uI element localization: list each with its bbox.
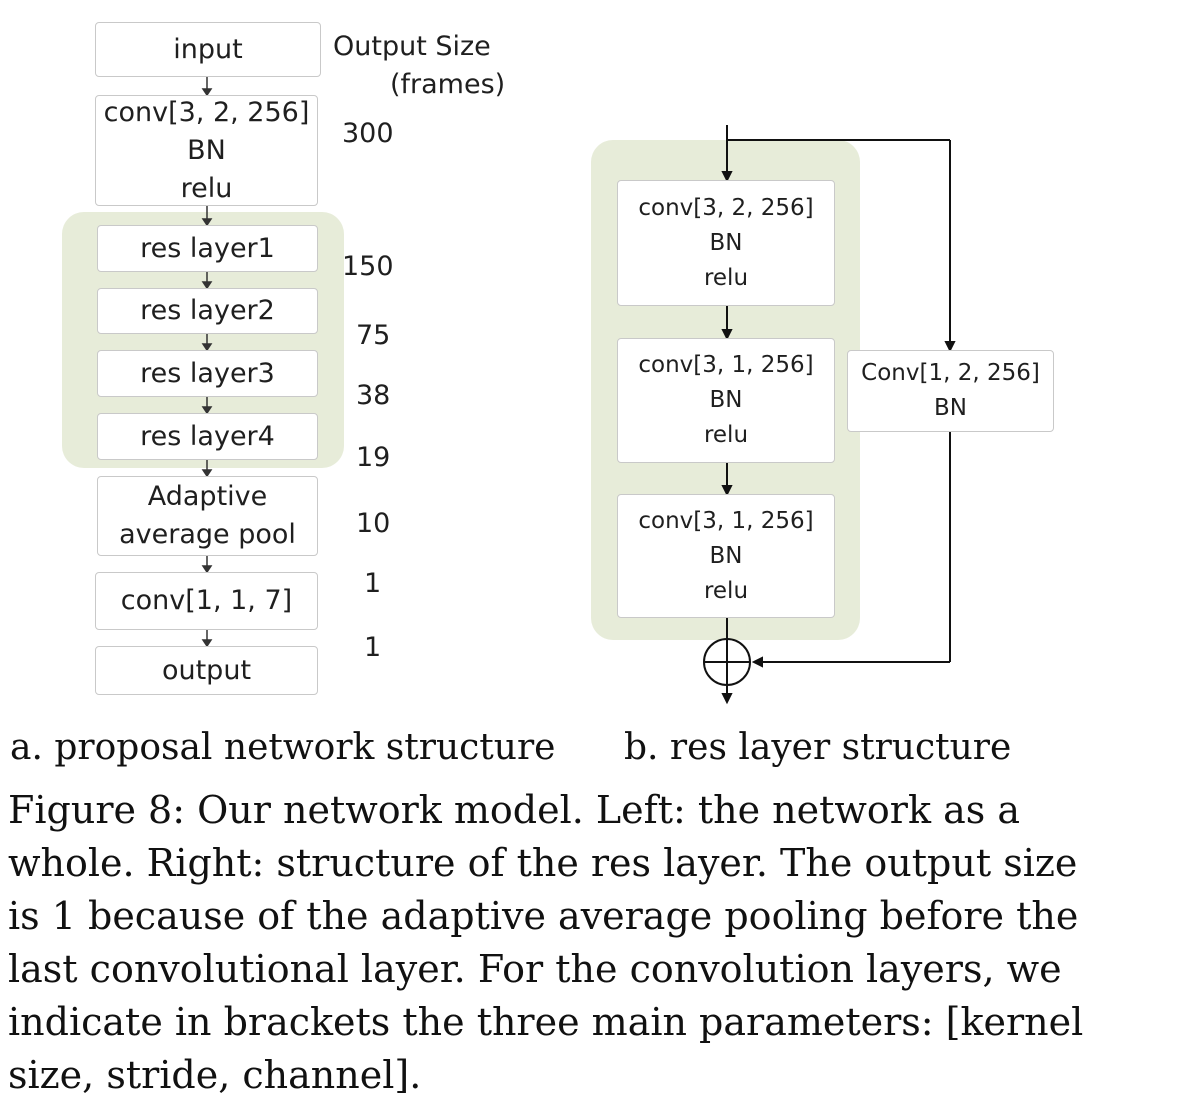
pool-label-line2: average pool — [119, 519, 296, 550]
left-flow-arrows — [201, 77, 213, 648]
caption-line: last convolutional layer. For the convol… — [8, 947, 1062, 991]
caption-line: indicate in brackets the three main para… — [8, 1000, 1084, 1044]
output-size-75: 75 — [356, 320, 391, 351]
res-layer-3: res layer3 — [97, 350, 318, 397]
output-size-1b: 1 — [364, 632, 382, 663]
output-size-150: 150 — [342, 251, 394, 282]
input-block: input — [95, 22, 321, 77]
output-size-title-line2: (frames) — [390, 69, 506, 100]
conv-label: Conv[1, 2, 256] — [861, 360, 1040, 386]
input-label: input — [173, 33, 243, 65]
figure-caption: Figure 8: Our network model. Left: the n… — [8, 784, 1083, 1102]
conv-label: conv[3, 2, 256] — [103, 96, 310, 128]
caption-line: is 1 because of the adaptive average poo… — [8, 894, 1079, 938]
res-conv-block-2: conv[3, 1, 256] BN relu — [617, 338, 835, 463]
sum-node-icon — [703, 638, 751, 686]
res-layer-label: res layer3 — [140, 357, 275, 389]
conv-label: conv[3, 1, 256] — [638, 507, 814, 534]
conv-block-2: conv[1, 1, 7] — [95, 572, 318, 630]
res-layer-label: res layer4 — [140, 420, 275, 452]
output-size-19: 19 — [356, 442, 391, 473]
shortcut-conv-block: Conv[1, 2, 256] BN — [847, 350, 1054, 432]
res-layer-4: res layer4 — [97, 413, 318, 460]
pool-label-line1: Adaptive — [147, 481, 268, 512]
bn-label: BN — [187, 134, 226, 166]
res-layer-label: res layer1 — [140, 232, 275, 264]
res-conv-block-3: conv[3, 1, 256] BN relu — [617, 494, 835, 618]
relu-label: relu — [703, 264, 749, 291]
relu-label: relu — [180, 172, 233, 204]
bn-label: BN — [709, 542, 743, 569]
conv-label: conv[1, 1, 7] — [120, 585, 293, 616]
conv-label: conv[3, 2, 256] — [638, 194, 814, 221]
output-size-1a: 1 — [364, 568, 382, 599]
output-size-300: 300 — [342, 118, 394, 149]
caption-line: size, stride, channel]. — [8, 1053, 422, 1097]
conv-label: conv[3, 1, 256] — [638, 352, 814, 378]
bn-label: BN — [709, 229, 743, 256]
res-conv-block-1: conv[3, 2, 256] BN relu — [617, 180, 835, 306]
relu-label: relu — [703, 577, 749, 604]
output-label: output — [161, 654, 252, 686]
res-layer-label: res layer2 — [140, 295, 275, 326]
bn-label: BN — [934, 395, 967, 421]
bn-label: BN — [709, 387, 743, 413]
res-layer-1: res layer1 — [97, 225, 318, 272]
output-size-title: Output Size (frames) — [333, 28, 505, 104]
output-size-38: 38 — [356, 380, 391, 411]
conv-block-1: conv[3, 2, 256] BN relu — [95, 95, 318, 206]
output-size-title-line1: Output Size — [333, 31, 491, 62]
caption-line: Figure 8: Our network model. Left: the n… — [8, 788, 1020, 832]
output-block: output — [95, 646, 318, 695]
relu-label: relu — [703, 422, 749, 448]
right-flow-lines — [703, 125, 956, 705]
caption-line: whole. Right: structure of the res layer… — [8, 841, 1078, 885]
subcaption-b: b. res layer structure — [624, 727, 1012, 768]
adaptive-pool-block: Adaptive average pool — [97, 476, 318, 556]
output-size-10: 10 — [356, 508, 391, 539]
res-layer-2: res layer2 — [97, 288, 318, 334]
subcaption-a: a. proposal network structure — [10, 727, 556, 768]
